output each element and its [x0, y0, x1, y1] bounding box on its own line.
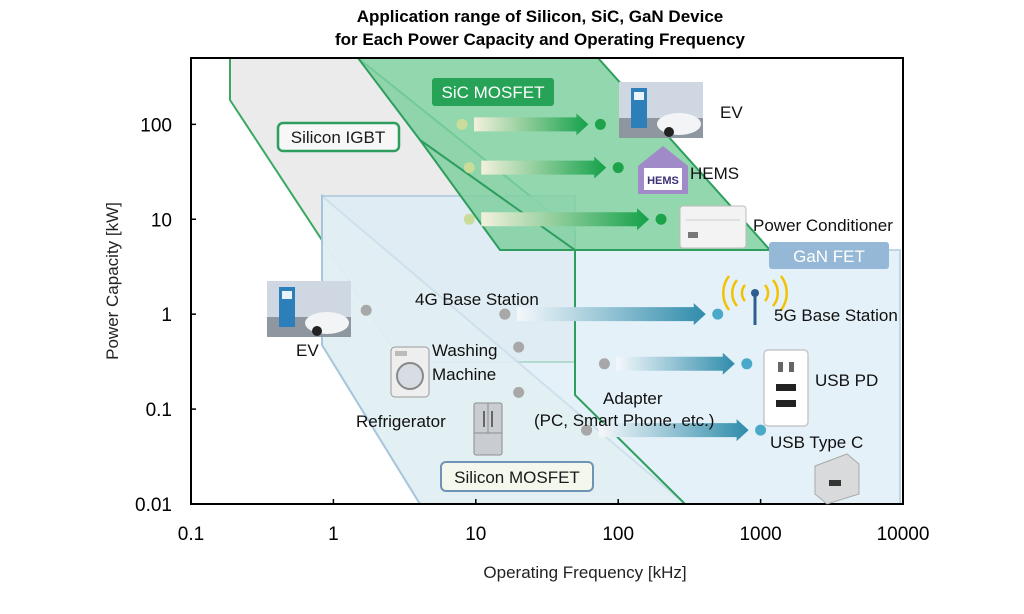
source-point — [463, 162, 475, 174]
label-4g: 4G Base Station — [415, 290, 539, 309]
label-usb-c: USB Type C — [770, 433, 863, 452]
transition-arrow — [481, 208, 650, 231]
transition-arrows — [474, 113, 749, 442]
y-axis-label: Power Capacity [kW] — [103, 202, 122, 360]
x-tick-label: 10000 — [877, 524, 930, 545]
axes: 0.1 1 10 100 1000 10000 0.01 0.1 1 10 100 — [135, 115, 929, 545]
x-axis-label: Operating Frequency [kHz] — [483, 563, 686, 582]
label-adapter-1: Adapter — [603, 389, 663, 408]
target-point — [741, 358, 753, 370]
x-tick-label: 1 — [328, 524, 339, 545]
chart-subtitle: for Each Power Capacity and Operating Fr… — [335, 30, 746, 49]
source-point — [598, 358, 610, 370]
application-point — [360, 304, 372, 316]
usb-pd-outlet-icon — [763, 349, 809, 427]
chart-title: Application range of Silicon, SiC, GaN D… — [357, 7, 724, 26]
y-tick-label: 0.1 — [146, 400, 172, 421]
label-usb-pd: USB PD — [815, 371, 878, 390]
hems-badge-text: HEMS — [647, 175, 679, 187]
sic-mosfet-text: SiC MOSFET — [442, 83, 545, 102]
label-washing-2: Machine — [432, 365, 496, 384]
x-tick-label: 1000 — [739, 524, 781, 545]
label-adapter-2: (PC, Smart Phone, etc.) — [534, 411, 714, 430]
y-tick-label: 100 — [140, 115, 172, 136]
transition-arrow — [616, 352, 735, 375]
washing-machine-icon — [390, 346, 430, 398]
application-point — [513, 386, 525, 398]
application-point — [513, 341, 525, 353]
ev-charger-icon — [619, 82, 703, 138]
y-tick-label: 0.01 — [135, 495, 172, 516]
usb-adapter-icon — [814, 453, 860, 505]
label-ev-left: EV — [296, 341, 319, 360]
x-tick-label: 100 — [602, 524, 634, 545]
source-point — [463, 213, 475, 225]
target-point — [612, 162, 624, 174]
power-conditioner-icon — [679, 205, 747, 249]
label-washing-1: Washing — [432, 341, 498, 360]
label-hems: HEMS — [690, 164, 739, 183]
application-point — [581, 424, 593, 436]
y-tick-label: 10 — [151, 210, 172, 231]
plot-frame — [190, 57, 904, 505]
label-gan-fet: GaN FET — [769, 242, 889, 269]
antenna-icon — [722, 275, 788, 325]
ev-icon — [267, 281, 351, 337]
x-tick-label: 0.1 — [178, 524, 204, 545]
y-tick-label: 1 — [161, 305, 172, 326]
application-point — [499, 308, 511, 320]
label-refrigerator: Refrigerator — [356, 412, 446, 431]
label-5g: 5G Base Station — [774, 306, 898, 325]
gan-fet-text: GaN FET — [793, 247, 865, 266]
target-point — [655, 213, 667, 225]
transition-arrow — [481, 156, 607, 179]
region-sic-boundary — [419, 139, 686, 504]
data-points — [360, 118, 767, 436]
target-point — [594, 118, 606, 130]
label-ev-top: EV — [720, 103, 743, 122]
refrigerator-icon — [473, 402, 503, 456]
label-silicon-mosfet: Silicon MOSFET — [440, 461, 594, 492]
target-point — [755, 424, 767, 436]
transition-arrow — [474, 113, 589, 136]
label-sic-mosfet: SiC MOSFET — [432, 78, 554, 106]
silicon-mosfet-text: Silicon MOSFET — [454, 468, 580, 487]
target-point — [712, 308, 724, 320]
source-point — [456, 118, 468, 130]
hems-house-icon: HEMS — [638, 146, 688, 194]
transition-arrow — [598, 419, 749, 442]
label-power-conditioner: Power Conditioner — [753, 216, 893, 235]
x-tick-label: 10 — [465, 524, 486, 545]
label-silicon-igbt: Silicon IGBT — [276, 121, 401, 153]
transition-arrow — [516, 303, 706, 326]
silicon-igbt-text: Silicon IGBT — [291, 128, 385, 147]
